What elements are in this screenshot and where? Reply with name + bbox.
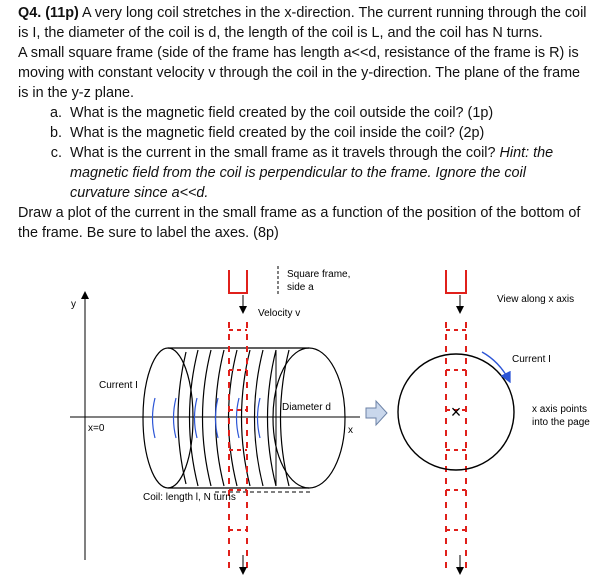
x0-label: x=0 <box>88 423 105 434</box>
sub-question-a: What is the magnetic field created by th… <box>66 103 588 123</box>
square-frame-label-1: Square frame, <box>287 269 350 280</box>
sub-question-c: What is the current in the small frame a… <box>66 143 588 203</box>
x-into-label-2: into the page <box>532 417 590 428</box>
sub-question-b: What is the magnetic field created by th… <box>66 123 588 143</box>
current-label-left: Current I <box>99 380 138 391</box>
frame-path-right <box>445 270 467 570</box>
velocity-label: Velocity v <box>258 308 300 319</box>
diameter-label: Diameter d <box>282 402 331 413</box>
coil-figure: y x x=0 Current I <box>70 266 590 575</box>
question-text: Q4. (11p) A very long coil stretches in … <box>18 3 588 243</box>
square-frame-right <box>445 270 467 294</box>
sub-questions: What is the magnetic field created by th… <box>18 103 588 203</box>
current-arrow-right <box>481 351 511 384</box>
x-into-page-icon: × <box>451 402 462 422</box>
square-frame-label-2: side a <box>287 282 314 293</box>
question-number: Q4. (11p) <box>18 5 79 21</box>
setup-text: A small square frame (side of the frame … <box>18 45 581 101</box>
view-label: View along x axis <box>497 294 574 305</box>
x-into-label-1: x axis points <box>532 404 587 415</box>
current-label-right: Current I <box>512 354 551 365</box>
intro-text: A very long coil stretches in the x-dire… <box>18 5 587 41</box>
block-arrow <box>365 399 388 427</box>
y-axis-label: y <box>71 299 76 310</box>
coil-current-arrows <box>151 397 261 439</box>
question-intro: Q4. (11p) A very long coil stretches in … <box>18 3 588 43</box>
plot-instruction: Draw a plot of the current in the small … <box>18 205 581 241</box>
coil-label: Coil: length l, N turns <box>143 492 236 503</box>
coil-cross-section <box>397 353 515 471</box>
frame-path-left <box>228 270 248 570</box>
x-axis-label: x <box>348 425 353 436</box>
hint-text: Hint: the magnetic field from the coil i… <box>70 145 554 201</box>
square-frame <box>228 270 248 294</box>
